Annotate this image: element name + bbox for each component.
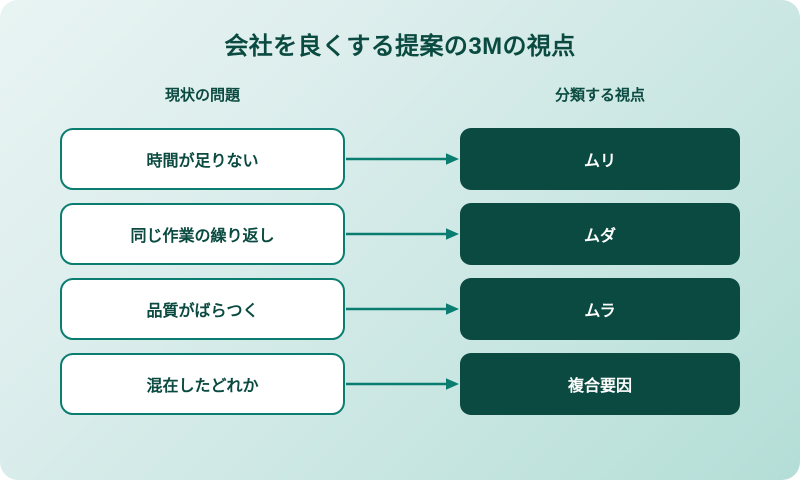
mapping-row: 時間が足りない ムリ [0,128,800,190]
mapping-row: 同じ作業の繰り返し ムダ [0,203,800,265]
viewpoint-box[interactable]: ムリ [460,128,740,190]
mapping-row: 混在したどれか 複合要因 [0,353,800,415]
arrow-right-icon [346,299,460,319]
problem-box[interactable]: 時間が足りない [60,128,345,190]
arrow-right-icon [346,224,460,244]
viewpoint-box[interactable]: ムラ [460,278,740,340]
problem-box[interactable]: 品質がばらつく [60,278,345,340]
column-header-viewpoints: 分類する視点 [554,87,645,104]
page-title: 会社を良くする提案の3Mの視点 [224,33,576,60]
mapping-row: 品質がばらつく ムラ [0,278,800,340]
problem-box[interactable]: 混在したどれか [60,353,345,415]
problem-box[interactable]: 同じ作業の繰り返し [60,203,345,265]
arrow-right-icon [346,149,460,169]
column-header-problems: 現状の問題 [164,87,240,104]
viewpoint-box[interactable]: ムダ [460,203,740,265]
arrow-right-icon [346,374,460,394]
viewpoint-box[interactable]: 複合要因 [460,353,740,415]
